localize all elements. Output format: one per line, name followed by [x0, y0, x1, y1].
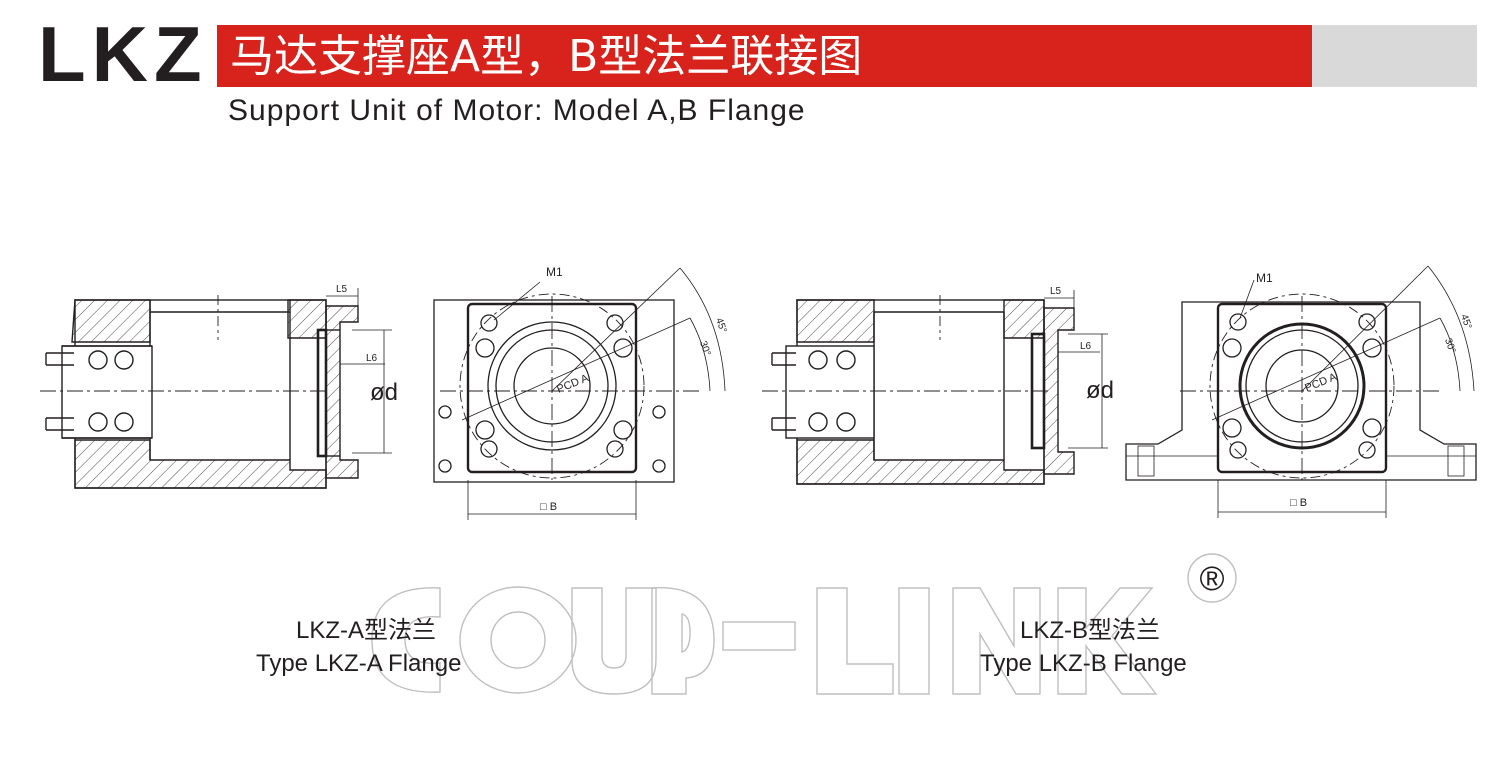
title-banner-end — [1312, 25, 1477, 87]
caption-a-cn: LKZ-A型法兰 — [296, 617, 437, 644]
page-title-en: Support Unit of Motor: Model A,B Flange — [228, 94, 806, 127]
dim-l5-a: L5 — [336, 284, 348, 295]
label-m1-a: M1 — [546, 265, 563, 279]
label-angle45-b: 45° — [1458, 313, 1474, 331]
type-a-side-section — [40, 288, 392, 489]
label-angle30-b: 30° — [1442, 337, 1458, 355]
caption-b-cn: LKZ-B型法兰 — [1020, 617, 1161, 644]
dim-l5-b: L5 — [1050, 286, 1062, 297]
label-angle45-a: 45° — [713, 317, 729, 335]
label-angle30-a: 30° — [697, 340, 713, 358]
dim-d-b: ød — [1086, 377, 1114, 404]
watermark-logo — [371, 553, 1237, 695]
type-b-side-section — [762, 290, 1108, 485]
dim-d-a: ød — [370, 379, 398, 406]
type-b-front-view — [1125, 265, 1477, 518]
dim-b-b: □ B — [1290, 497, 1307, 509]
dim-l6-a: L6 — [366, 353, 378, 364]
type-a-front-view — [433, 267, 726, 520]
dim-l6-b: L6 — [1080, 341, 1092, 352]
title-banner — [217, 25, 1312, 87]
label-m1-b: M1 — [1256, 271, 1273, 285]
dim-b-a: □ B — [540, 501, 557, 513]
page-title-cn: 马达支撑座A型，B型法兰联接图 — [230, 31, 863, 82]
product-code: LKZ — [38, 10, 208, 98]
registered-mark: ® — [1199, 560, 1224, 598]
caption-b-en: Type LKZ-B Flange — [980, 650, 1187, 677]
caption-a-en: Type LKZ-A Flange — [256, 650, 462, 677]
